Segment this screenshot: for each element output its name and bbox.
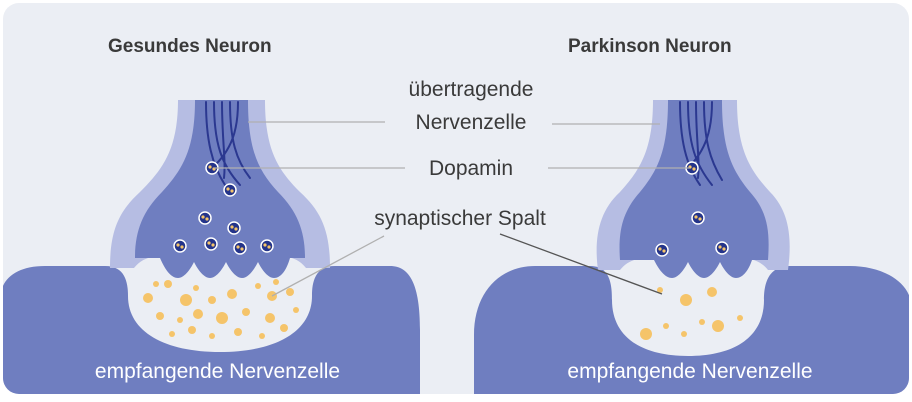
label-receiving-neuron-left: empfangende Nervenzelle [20,360,415,384]
heading-parkinson-neuron: Parkinson Neuron [568,36,732,58]
heading-healthy-neuron: Gesundes Neuron [108,36,272,58]
label-dopamine: Dopamin [410,157,532,181]
label-transmitting-line2: Nervenzelle [390,111,552,135]
label-transmitting-line1: übertragende [390,78,552,102]
label-synaptic-cleft: synaptischer Spalt [340,207,580,231]
label-receiving-neuron-right: empfangende Nervenzelle [480,360,900,384]
